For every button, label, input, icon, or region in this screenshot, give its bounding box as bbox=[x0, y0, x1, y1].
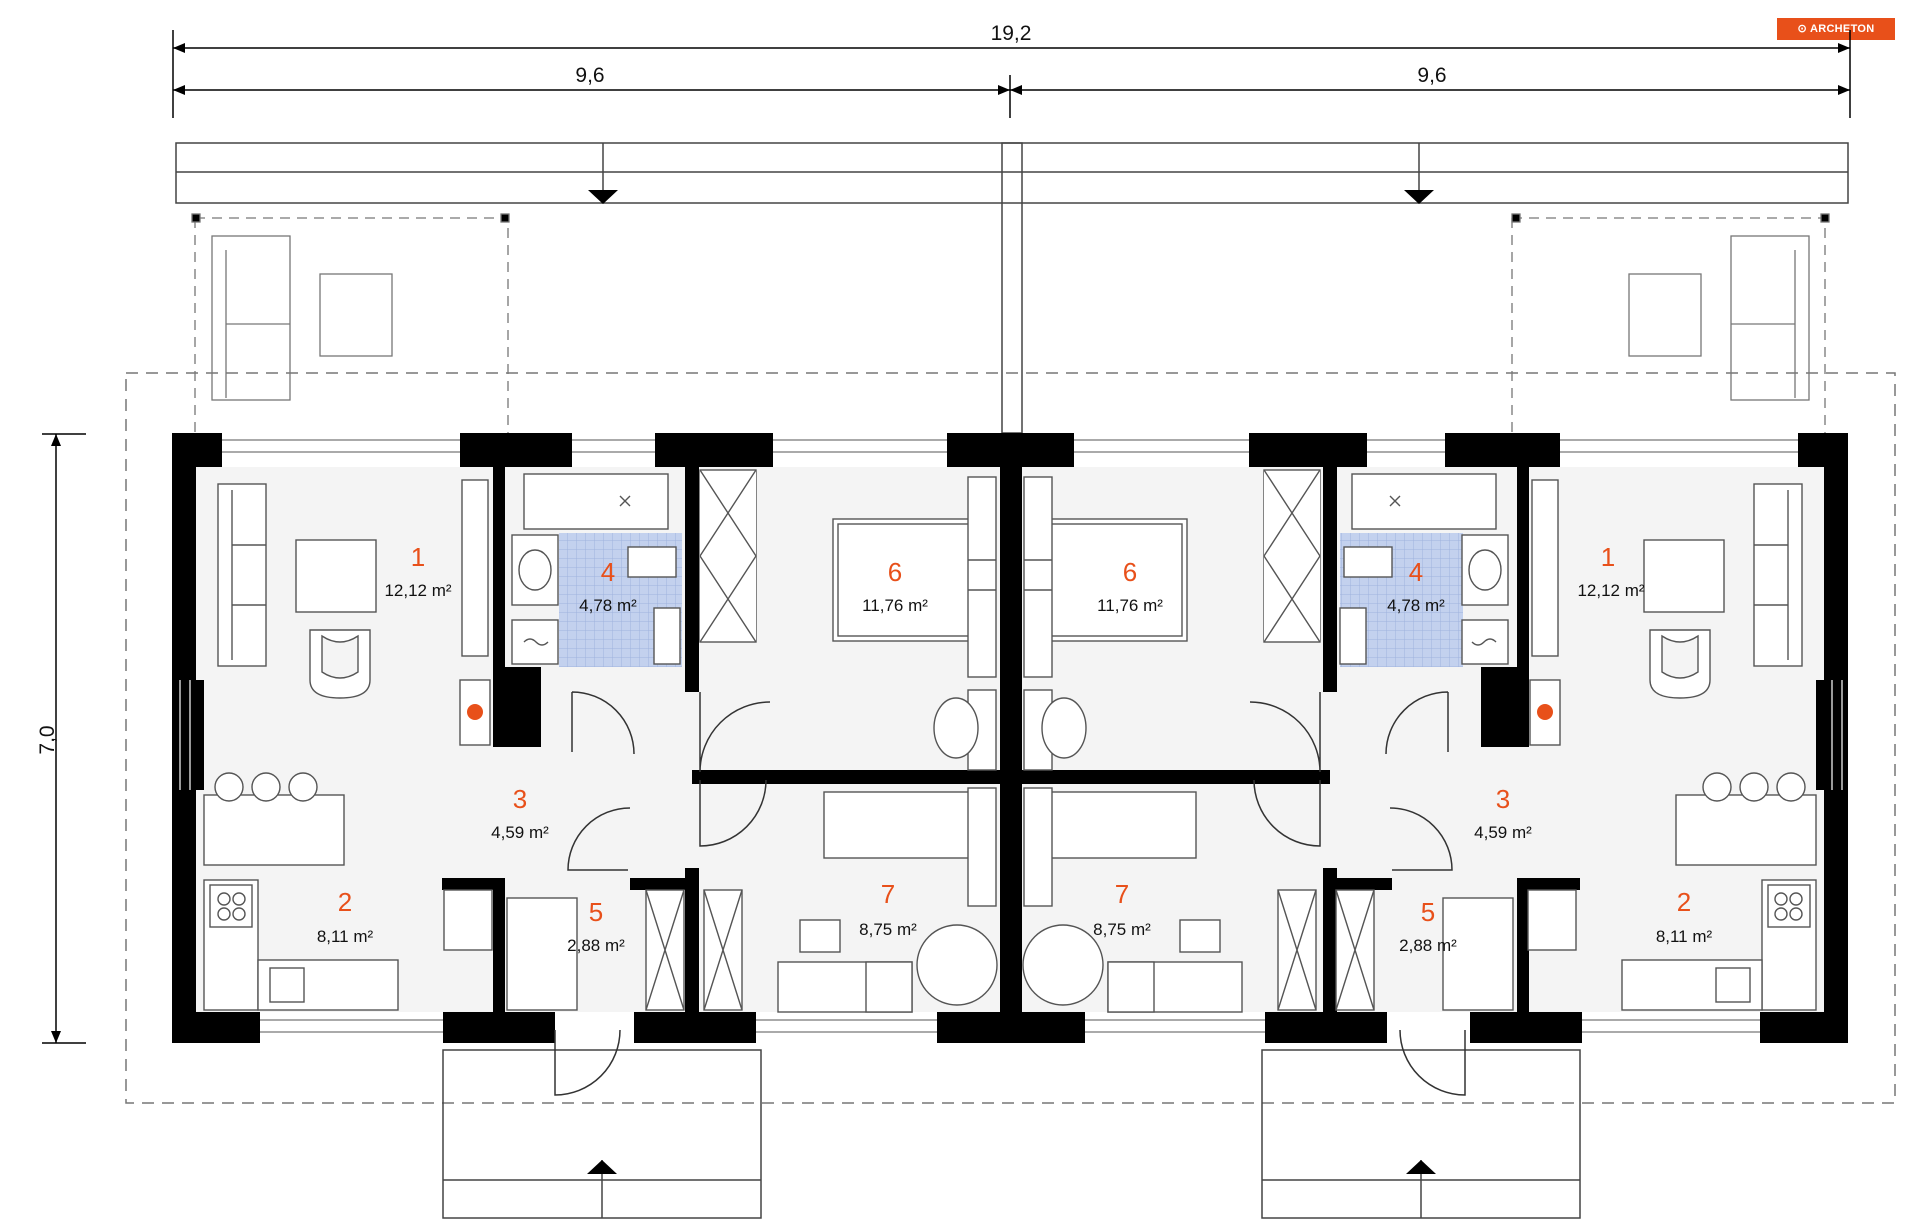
room-6-area: 11,76 m² bbox=[862, 596, 928, 615]
room-6-number: 6 bbox=[888, 557, 902, 587]
dim-depth: 7,0 bbox=[36, 725, 59, 754]
room-4-area: 4,78 m² bbox=[579, 596, 637, 615]
room-labels-left: 1 12,12 m² 2 8,11 m² 3 4,59 m² 4 4,78 m²… bbox=[317, 542, 928, 955]
walls bbox=[172, 433, 1848, 1043]
room-2-number: 2 bbox=[1677, 887, 1691, 917]
room-2-area: 8,11 m² bbox=[317, 927, 374, 946]
entry-steps bbox=[442, 1049, 1581, 1219]
room-1-number: 1 bbox=[1601, 542, 1615, 572]
room-4-number: 4 bbox=[601, 557, 615, 587]
room-5-area: 2,88 m² bbox=[1399, 936, 1457, 955]
furniture-right bbox=[1022, 469, 1817, 1096]
terraces bbox=[191, 213, 1830, 433]
dim-right-half: 9,6 bbox=[1417, 64, 1446, 87]
room-3-area: 4,59 m² bbox=[1474, 823, 1532, 842]
room-3-area: 4,59 m² bbox=[491, 823, 549, 842]
room-1-area: 12,12 m² bbox=[1577, 581, 1644, 600]
room-4-number: 4 bbox=[1409, 557, 1423, 587]
room-6-number: 6 bbox=[1123, 557, 1137, 587]
brand-logo: ⊙ ARCHETON bbox=[1777, 18, 1895, 40]
dimension-lines bbox=[42, 30, 1851, 1044]
room-7-area: 8,75 m² bbox=[1093, 920, 1151, 939]
room-5-number: 5 bbox=[589, 897, 603, 927]
furniture-left bbox=[203, 469, 998, 1013]
canopy bbox=[175, 142, 1849, 434]
roof-outline bbox=[125, 372, 1896, 1104]
room-7-number: 7 bbox=[881, 879, 895, 909]
room-3-number: 3 bbox=[1496, 784, 1510, 814]
room-4-area: 4,78 m² bbox=[1387, 596, 1445, 615]
dim-total-width: 19,2 bbox=[991, 22, 1032, 45]
room-2-number: 2 bbox=[338, 887, 352, 917]
doors-left bbox=[554, 691, 771, 1096]
brand-name: ARCHETON bbox=[1809, 23, 1875, 35]
room-1-area: 12,12 m² bbox=[384, 581, 451, 600]
room-1-number: 1 bbox=[411, 542, 425, 572]
room-3-number: 3 bbox=[513, 784, 527, 814]
room-5-number: 5 bbox=[1421, 897, 1435, 927]
windows bbox=[179, 439, 1843, 1033]
room-5-area: 2,88 m² bbox=[567, 936, 625, 955]
room-2-area: 8,11 m² bbox=[1656, 927, 1713, 946]
room-7-number: 7 bbox=[1115, 879, 1129, 909]
room-7-area: 8,75 m² bbox=[859, 920, 917, 939]
room-labels-right: 1 12,12 m² 2 8,11 m² 3 4,59 m² 4 4,78 m²… bbox=[1093, 542, 1712, 955]
dim-left-half: 9,6 bbox=[575, 64, 604, 87]
room-6-area: 11,76 m² bbox=[1097, 596, 1163, 615]
